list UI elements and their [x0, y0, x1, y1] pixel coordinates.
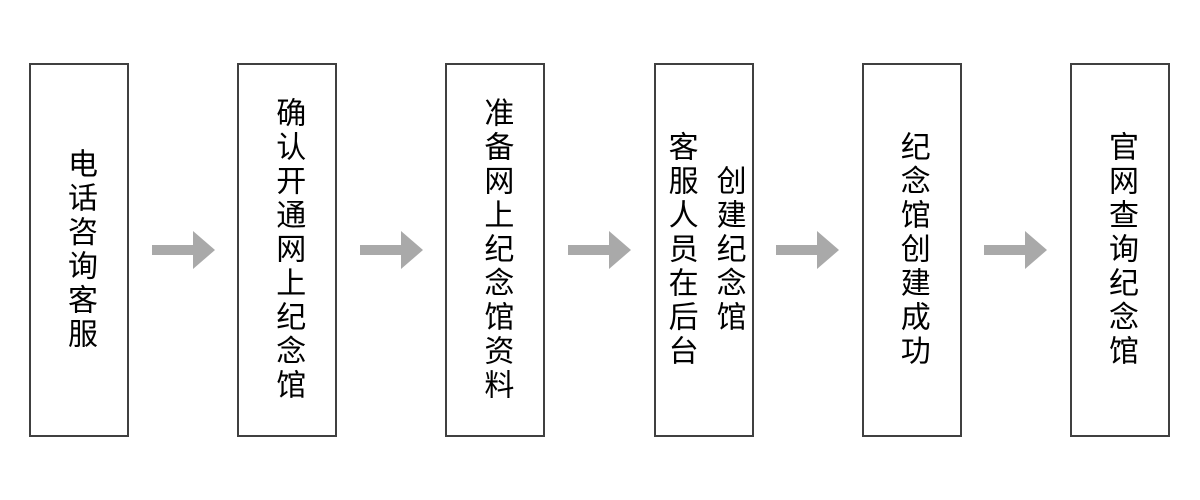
step-label: 准备网上纪念馆资料 [479, 97, 513, 403]
flow-step-prepare-materials: 准备网上纪念馆资料 [445, 63, 546, 437]
step-label: 创建纪念馆 [711, 165, 745, 335]
arrow-right-icon [776, 231, 840, 269]
flow-step-create-success: 纪念馆创建成功 [861, 63, 962, 437]
arrow-right-icon [151, 231, 215, 269]
flow-step-backend-create: 客服人员在后台 创建纪念馆 [653, 63, 754, 437]
step-label: 客服人员在后台 [663, 131, 697, 369]
step-label: 确认开通网上纪念馆 [271, 97, 305, 403]
step-label: 电话咨询客服 [63, 148, 96, 352]
flow-step-website-query: 官网查询纪念馆 [1069, 63, 1170, 437]
step-label: 官网查询纪念馆 [1103, 131, 1137, 369]
arrow-right-icon [567, 231, 631, 269]
flow-step-phone-consult: 电话咨询客服 [29, 63, 129, 437]
step-label: 纪念馆创建成功 [895, 131, 929, 369]
arrow-right-icon [359, 231, 423, 269]
flow-step-confirm-open: 确认开通网上纪念馆 [237, 63, 338, 437]
arrow-right-icon [984, 231, 1048, 269]
